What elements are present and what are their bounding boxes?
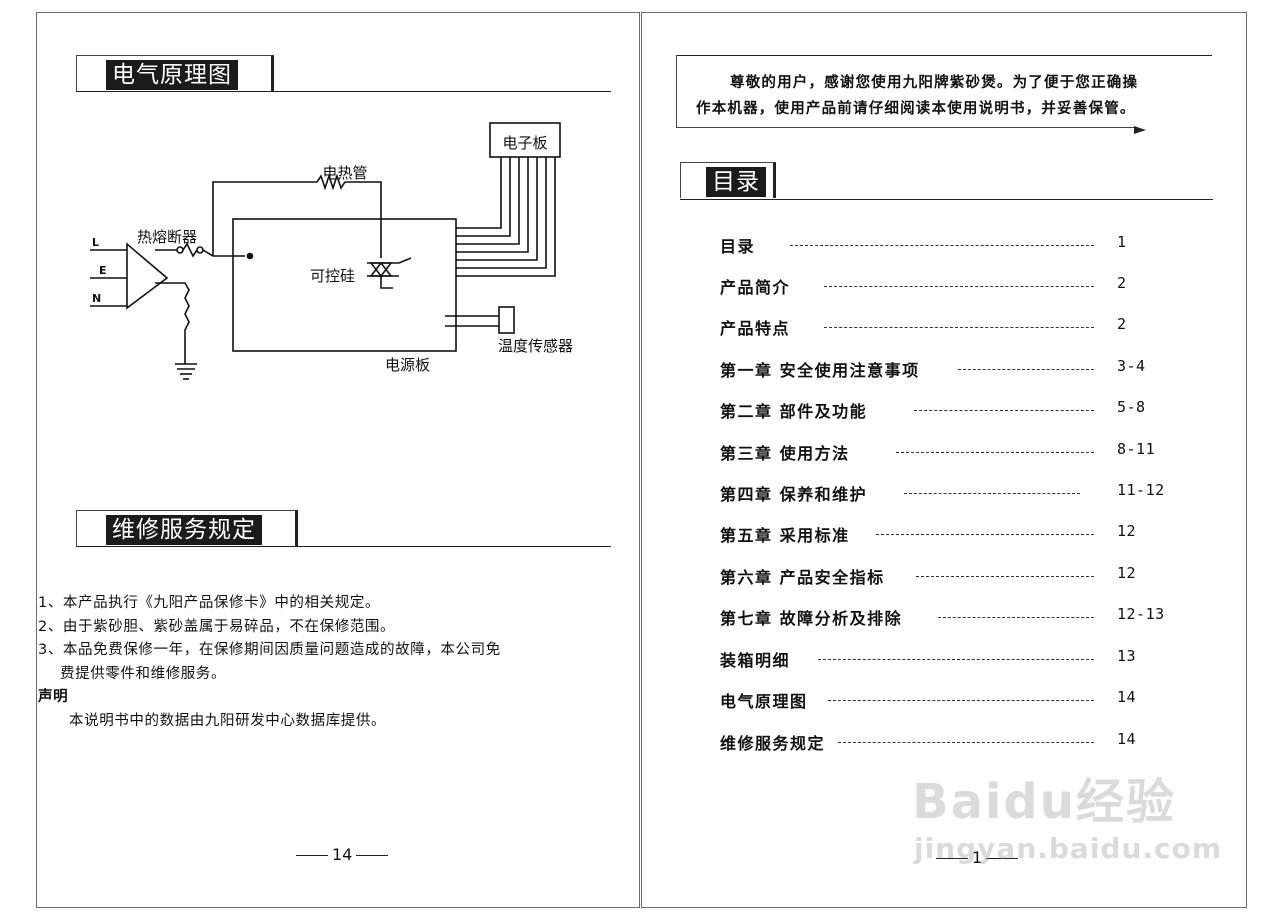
toc-leader	[824, 327, 1094, 328]
service-rule-3-cont: 费提供零件和维修服务。	[60, 665, 227, 682]
temperature-sensor-label: 温度传感器	[498, 337, 573, 355]
circuit-diagram: 电子板 电热管 热熔断器 可控硅 电源板 温度传感器 L E N	[90, 122, 573, 380]
service-rule-3: 3、本品免费保修一年，在保修期间因质量问题造成的故障，本公司免	[38, 642, 501, 658]
toc-row-10[interactable]: 第七章 故障分析及排除 12-13	[720, 605, 1170, 629]
toc-row-6[interactable]: 第三章 使用方法 8-11	[720, 440, 1170, 464]
toc-leader	[904, 493, 1080, 494]
toc-row-1[interactable]: 目录 1	[720, 233, 1170, 257]
toc-title: 第四章 保养和维护	[720, 485, 868, 504]
toc-leader	[818, 659, 1094, 660]
toc-leader	[876, 534, 1094, 535]
toc-title: 第二章 部件及功能	[720, 402, 868, 421]
toc-title: 产品特点	[720, 319, 791, 338]
toc-row-4[interactable]: 第一章 安全使用注意事项 3-4	[720, 357, 1170, 381]
toc-title: 第三章 使用方法	[720, 444, 850, 463]
heating-tube-label: 电热管	[322, 164, 367, 182]
toc-row-7[interactable]: 第四章 保养和维护 11-12	[720, 481, 1170, 505]
toc-heading-text: 目录	[706, 167, 766, 197]
right-page-number-text: 1	[972, 848, 983, 867]
thermal-fuse-label: 热熔断器	[137, 228, 197, 246]
statement-text: 本说明书中的数据由九阳研发中心数据库提供。	[69, 712, 387, 729]
statement-title: 声明	[38, 689, 69, 705]
thyristor-label: 可控硅	[310, 267, 355, 285]
toc-title: 目录	[720, 237, 756, 256]
plug-symbol	[126, 242, 169, 310]
right-page-number: 1	[932, 848, 1022, 867]
heating-tube-resistor	[316, 173, 346, 191]
toc-page: 3-4	[1117, 357, 1146, 375]
toc-page: 12-13	[1117, 605, 1165, 623]
service-rule-2: 2、由于紫砂胆、紫砂盖属于易碎品，不在保修范围。	[38, 618, 396, 635]
toc-leader	[914, 410, 1094, 411]
service-rule-1: 1、本产品执行《九阳产品保修卡》中的相关规定。	[38, 595, 381, 611]
toc-row-3[interactable]: 产品特点 2	[720, 315, 1170, 339]
temperature-sensor-box	[498, 306, 515, 334]
service-heading-text: 维修服务规定	[106, 515, 262, 545]
toc-page: 2	[1117, 315, 1127, 333]
toc-page: 13	[1117, 647, 1137, 665]
toc-page: 14	[1117, 688, 1137, 706]
toc-leader	[916, 576, 1094, 577]
toc-row-2[interactable]: 产品简介 2	[720, 274, 1170, 298]
toc-page: 5-8	[1117, 398, 1146, 416]
toc-leader	[828, 700, 1094, 701]
terminal-e-label: E	[99, 264, 107, 277]
toc-row-8[interactable]: 第五章 采用标准 12	[720, 522, 1170, 546]
toc-leader	[790, 245, 1094, 246]
intro-line-2: 作本机器，使用产品前请仔细阅读本使用说明书，并妥善保管。	[696, 101, 1136, 117]
left-page-number-text: 14	[332, 845, 353, 864]
toc-title: 产品简介	[720, 278, 791, 297]
power-board-box	[232, 218, 457, 352]
service-rules: 1、本产品执行《九阳产品保修卡》中的相关规定。 2、由于紫砂胆、紫砂盖属于易碎品…	[38, 592, 501, 733]
thermal-fuse-symbol	[182, 242, 198, 258]
intro-arrow-icon	[1134, 126, 1146, 134]
watermark-brand: Baidu经验	[912, 774, 1176, 830]
toc-title: 第七章 故障分析及排除	[720, 609, 903, 628]
left-page-number: 14	[292, 845, 392, 864]
toc-title: 维修服务规定	[720, 734, 826, 753]
power-board-label: 电源板	[385, 356, 430, 374]
left-page	[36, 12, 640, 908]
toc-row-13[interactable]: 维修服务规定 14	[720, 730, 1170, 754]
watermark-url: jingyan.baidu.com	[914, 832, 1223, 865]
toc-leader	[824, 286, 1094, 287]
toc-title: 第五章 采用标准	[720, 526, 850, 545]
toc-page: 8-11	[1117, 440, 1156, 458]
toc-title: 第六章 产品安全指标	[720, 568, 885, 587]
toc-page: 11-12	[1117, 481, 1165, 499]
intro-line-1: 尊敬的用户，感谢您使用九阳牌紫砂煲。为了便于您正确操	[730, 75, 1139, 91]
toc-page: 12	[1117, 564, 1137, 582]
toc-title: 装箱明细	[720, 651, 791, 670]
intro-box: 尊敬的用户，感谢您使用九阳牌紫砂煲。为了便于您正确操 作本机器，使用产品前请仔细…	[676, 55, 1216, 134]
terminal-l-label: L	[92, 236, 99, 249]
electronic-board-label: 电子板	[502, 134, 547, 152]
toc-page: 14	[1117, 730, 1137, 748]
right-page	[641, 12, 1247, 908]
toc-leader	[958, 369, 1094, 370]
toc-page: 2	[1117, 274, 1127, 292]
toc-row-5[interactable]: 第二章 部件及功能 5-8	[720, 398, 1170, 422]
terminal-n-label: N	[92, 292, 101, 305]
toc-leader	[896, 452, 1094, 453]
toc-leader	[938, 617, 1094, 618]
toc-title: 电气原理图	[720, 692, 808, 711]
toc-page: 1	[1117, 233, 1127, 251]
toc-title: 第一章 安全使用注意事项	[720, 361, 920, 380]
toc-row-11[interactable]: 装箱明细 13	[720, 647, 1170, 671]
toc-page: 12	[1117, 522, 1137, 540]
toc-leader	[838, 742, 1094, 743]
toc-row-9[interactable]: 第六章 产品安全指标 12	[720, 564, 1170, 588]
circuit-heading-text: 电气原理图	[106, 60, 238, 90]
toc-row-12[interactable]: 电气原理图 14	[720, 688, 1170, 712]
electronic-board-box	[489, 122, 561, 158]
